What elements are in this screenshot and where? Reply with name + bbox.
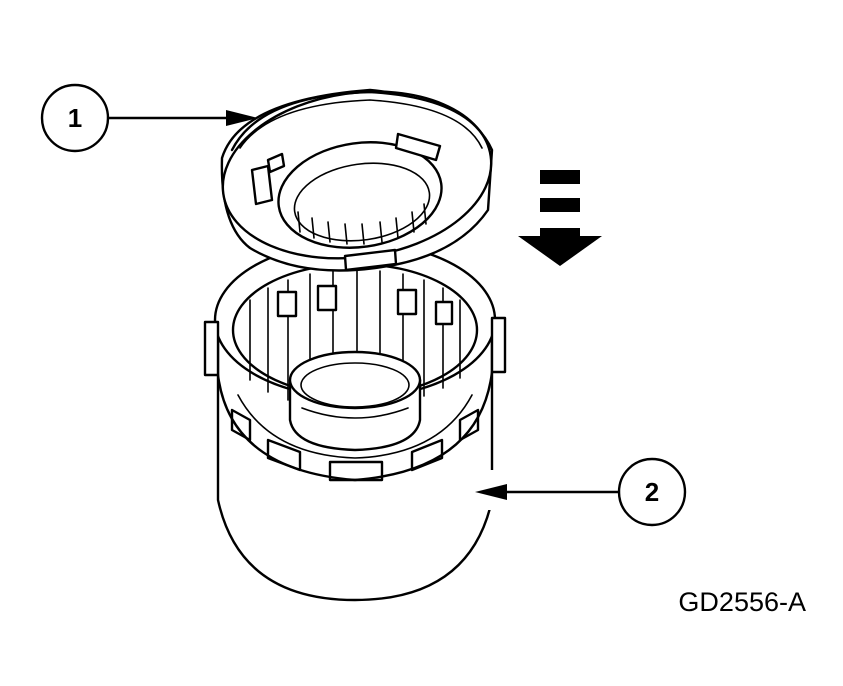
drum-housing bbox=[203, 240, 507, 602]
ring-internal-splines bbox=[297, 203, 427, 245]
ring-washer bbox=[220, 88, 494, 272]
callout-2-number: 2 bbox=[645, 477, 659, 507]
callout-1-number: 1 bbox=[68, 103, 82, 133]
drum-outer-lugs bbox=[203, 316, 507, 482]
ring-face-tabs bbox=[250, 132, 442, 272]
install-direction-arrow bbox=[518, 170, 602, 266]
callout-1: 1 bbox=[40, 83, 258, 153]
callout-2: 2 bbox=[475, 457, 687, 527]
callout-1-arrowhead bbox=[226, 110, 258, 126]
figure-id: GD2556-A bbox=[678, 587, 806, 617]
drum-hub bbox=[288, 350, 422, 452]
callout-2-arrowhead bbox=[475, 484, 507, 500]
